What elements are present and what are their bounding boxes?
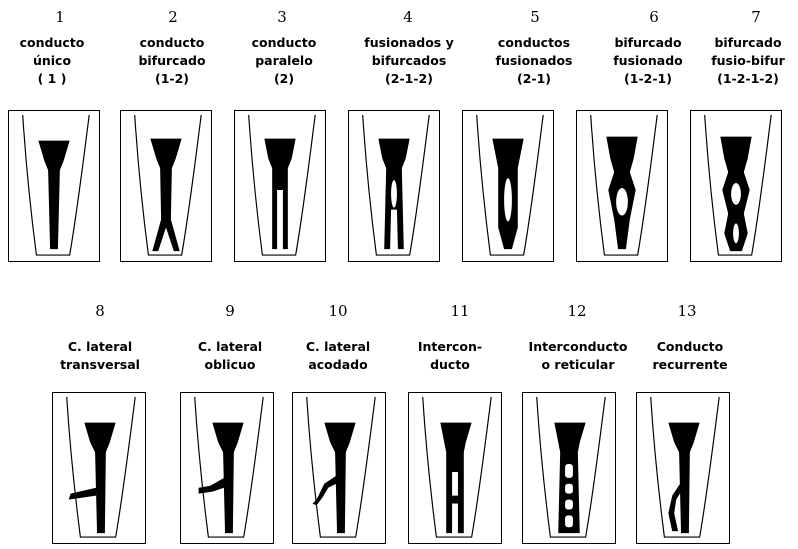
root-diagram-8 [52,392,146,544]
type-number-6: 6 [634,8,674,26]
root-diagram-2 [120,110,212,262]
root-diagram-3 [234,110,326,262]
type-number-1: 1 [40,8,80,26]
root-diagram-12 [522,392,616,544]
type-number-5: 5 [515,8,555,26]
type-number-7: 7 [736,8,776,26]
type-number-10: 10 [318,302,358,320]
type-number-12: 12 [557,302,597,320]
root-diagram-5 [462,110,554,262]
root-diagram-13 [636,392,730,544]
root-diagram-9 [180,392,274,544]
root-diagram-4 [348,110,440,262]
root-diagram-10 [292,392,386,544]
type-number-9: 9 [210,302,250,320]
type-number-11: 11 [440,302,480,320]
type-number-8: 8 [80,302,120,320]
root-diagram-1 [8,110,100,262]
root-diagram-11 [408,392,502,544]
type-number-3: 3 [262,8,302,26]
type-number-4: 4 [388,8,428,26]
root-diagram-6 [576,110,668,262]
root-diagram-7 [690,110,782,262]
type-label-11: Intercon-ducto [400,338,500,374]
type-number-13: 13 [667,302,707,320]
type-number-2: 2 [153,8,193,26]
